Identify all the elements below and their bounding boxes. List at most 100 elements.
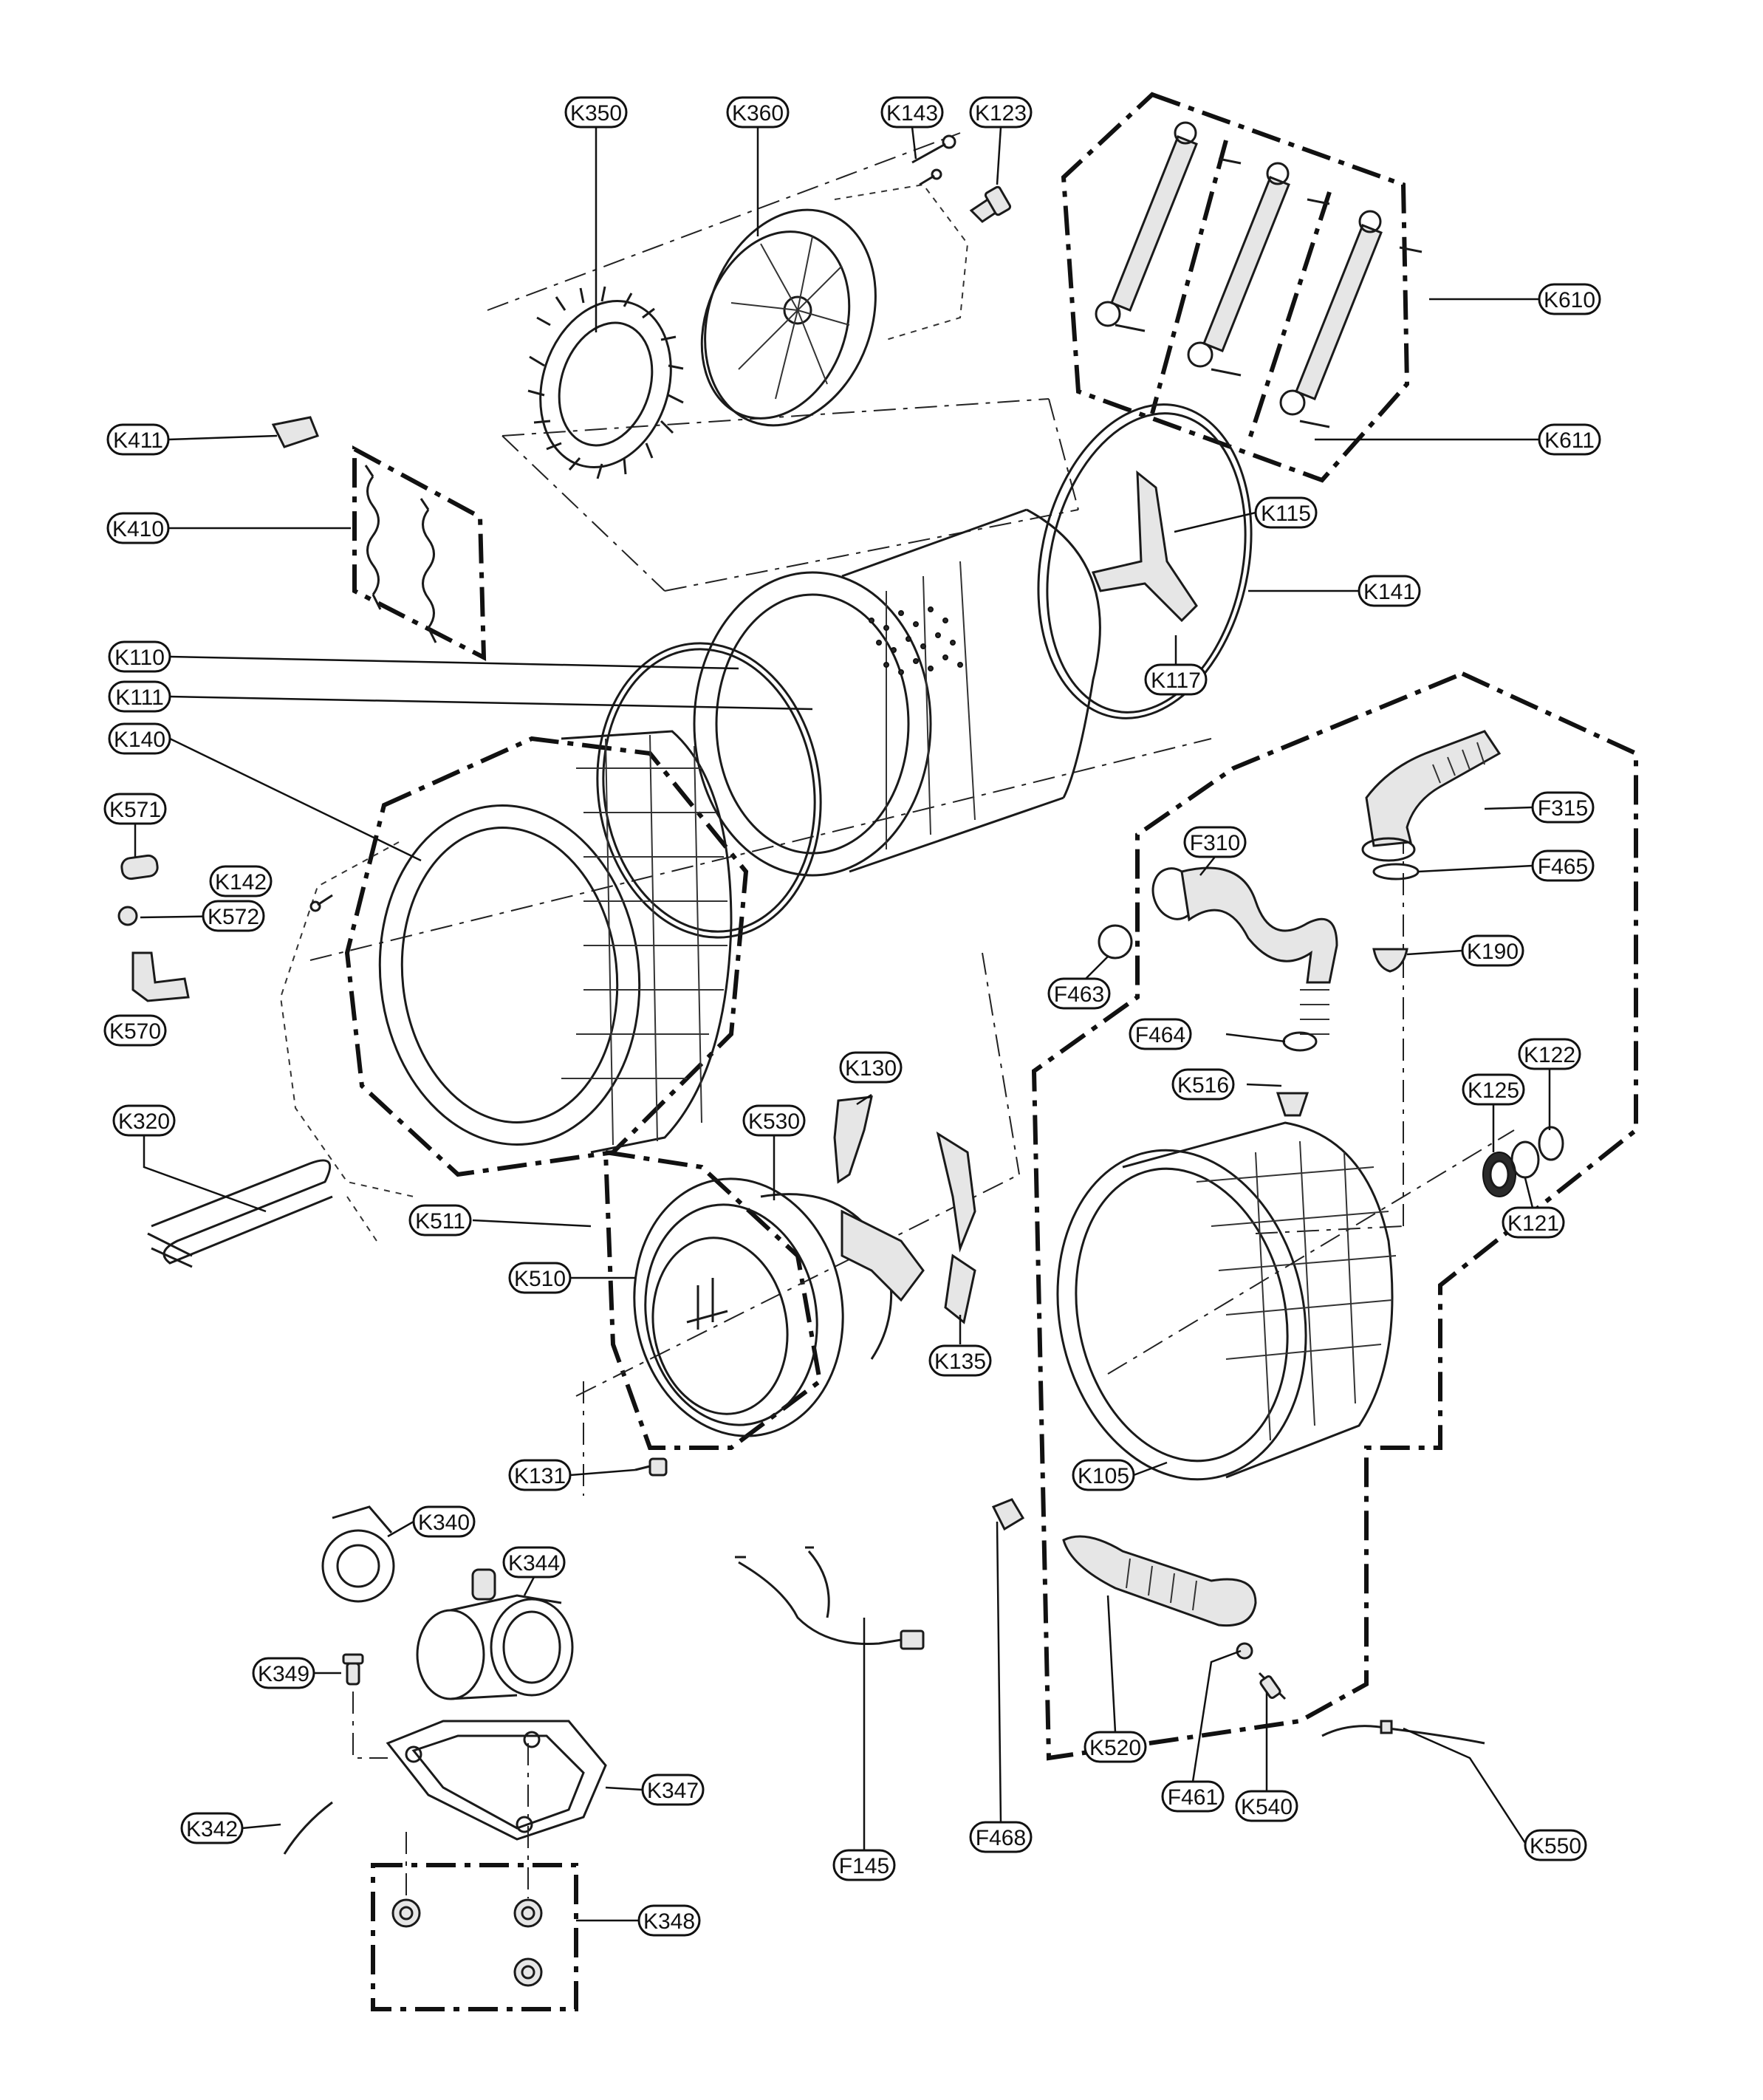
svg-text:K516: K516 — [1177, 1073, 1229, 1098]
svg-text:K610: K610 — [1544, 288, 1595, 312]
label-k135: K135 — [928, 1344, 992, 1377]
spider-k115 — [1091, 470, 1198, 623]
clamp-f461 — [1236, 1642, 1253, 1660]
svg-text:F463: F463 — [1054, 982, 1104, 1007]
label-k105: K105 — [1072, 1459, 1135, 1491]
label-k520: K520 — [1084, 1731, 1147, 1763]
valve-k190 — [1372, 948, 1408, 973]
label-k125: K125 — [1462, 1073, 1525, 1106]
pump-k340 — [321, 1505, 395, 1603]
leader-lines — [134, 126, 1569, 1922]
svg-text:K117: K117 — [1151, 668, 1201, 693]
label-k117: K117 — [1144, 663, 1208, 696]
label-k110: K110 — [108, 640, 171, 673]
dampers-k348 — [391, 1898, 543, 1987]
elbow-k570 — [131, 951, 190, 1002]
hose-k342 — [283, 1801, 333, 1855]
svg-text:K520: K520 — [1089, 1736, 1141, 1760]
label-f464: F464 — [1129, 1018, 1192, 1050]
label-k130: K130 — [839, 1051, 903, 1084]
svg-text:K342: K342 — [186, 1817, 238, 1841]
clip-k411 — [271, 416, 319, 448]
label-k140: K140 — [108, 722, 171, 755]
screw-k349 — [342, 1653, 364, 1686]
svg-text:K510: K510 — [514, 1267, 566, 1291]
clamp-f465 — [1372, 863, 1420, 880]
svg-text:K130: K130 — [845, 1056, 897, 1081]
bracket-k347 — [386, 1720, 607, 1841]
svg-text:K347: K347 — [647, 1779, 699, 1803]
label-k122: K122 — [1518, 1038, 1581, 1070]
label-k511: K511 — [408, 1204, 472, 1237]
svg-text:K123: K123 — [975, 101, 1027, 126]
svg-text:K140: K140 — [114, 728, 165, 752]
group-outline-k140 — [344, 736, 749, 1177]
wire-k550 — [1321, 1720, 1485, 1745]
heater-k320 — [147, 1159, 333, 1268]
tub-dashed-outline — [279, 841, 414, 1197]
hose-k520 — [1062, 1535, 1257, 1627]
label-k350: K350 — [564, 96, 628, 129]
label-k141: K141 — [1358, 575, 1421, 607]
svg-text:K511: K511 — [415, 1209, 465, 1234]
label-f145: F145 — [832, 1849, 896, 1881]
svg-text:K110: K110 — [114, 646, 165, 670]
pump-housing-k344 — [416, 1568, 574, 1700]
clamp-f463 — [1098, 924, 1133, 960]
group-outline-k610 — [1061, 92, 1410, 483]
svg-text:K320: K320 — [118, 1109, 170, 1134]
door-gasket-k510 — [633, 1177, 844, 1437]
group-outline-k105 — [1031, 671, 1638, 1761]
label-f465: F465 — [1531, 849, 1595, 882]
clamp-k572 — [117, 906, 138, 926]
group-outline-k348 — [371, 1863, 578, 2011]
harness-f145 — [735, 1546, 925, 1650]
bolt-k143 — [911, 134, 956, 186]
label-f463: F463 — [1047, 977, 1111, 1010]
label-k540: K540 — [1235, 1790, 1298, 1822]
group-outline-k410 — [352, 445, 487, 661]
label-k360: K360 — [726, 96, 790, 129]
drum-ring-k111 — [596, 642, 822, 939]
svg-text:K572: K572 — [208, 905, 259, 929]
svg-text:K105: K105 — [1078, 1464, 1129, 1488]
svg-text:F145: F145 — [839, 1854, 889, 1878]
svg-text:K340: K340 — [418, 1511, 470, 1535]
valve-k571 — [120, 854, 159, 880]
label-k121: K121 — [1502, 1206, 1565, 1239]
svg-text:K131: K131 — [514, 1464, 566, 1488]
label-k131: K131 — [508, 1459, 572, 1491]
hose-f310 — [1151, 866, 1338, 1035]
lifter-k130 — [833, 1095, 873, 1184]
hose-f315 — [1361, 730, 1502, 862]
label-k347: K347 — [641, 1774, 705, 1806]
pulley-k360 — [700, 183, 969, 427]
label-k410: K410 — [106, 512, 170, 544]
svg-text:K540: K540 — [1241, 1795, 1293, 1819]
svg-text:K550: K550 — [1530, 1834, 1581, 1858]
clamp-f464 — [1282, 1031, 1318, 1052]
label-k111: K111 — [108, 680, 171, 713]
ring-k530 — [760, 1193, 893, 1360]
spider-gasket-k141 — [1037, 403, 1253, 719]
svg-text:K121: K121 — [1507, 1211, 1559, 1236]
svg-text:K571: K571 — [109, 798, 161, 822]
svg-text:K348: K348 — [643, 1909, 695, 1934]
label-k550: K550 — [1524, 1829, 1587, 1861]
svg-text:K115: K115 — [1261, 502, 1311, 526]
svg-text:K530: K530 — [748, 1109, 800, 1134]
front-tub-k140 — [378, 730, 733, 1154]
label-k340: K340 — [412, 1505, 476, 1538]
svg-text:F465: F465 — [1538, 855, 1588, 879]
svg-text:K141: K141 — [1363, 580, 1415, 604]
label-k348: K348 — [637, 1904, 701, 1937]
sensor-k540 — [1258, 1672, 1287, 1700]
svg-text:F461: F461 — [1168, 1785, 1218, 1810]
svg-text:K349: K349 — [258, 1662, 309, 1686]
label-k190: K190 — [1461, 934, 1524, 967]
lifters-k135 — [841, 1131, 976, 1324]
rear-tub-k105 — [1056, 1121, 1397, 1481]
svg-text:K190: K190 — [1467, 940, 1519, 964]
label-k411: K411 — [106, 423, 170, 456]
svg-text:K135: K135 — [934, 1350, 986, 1374]
